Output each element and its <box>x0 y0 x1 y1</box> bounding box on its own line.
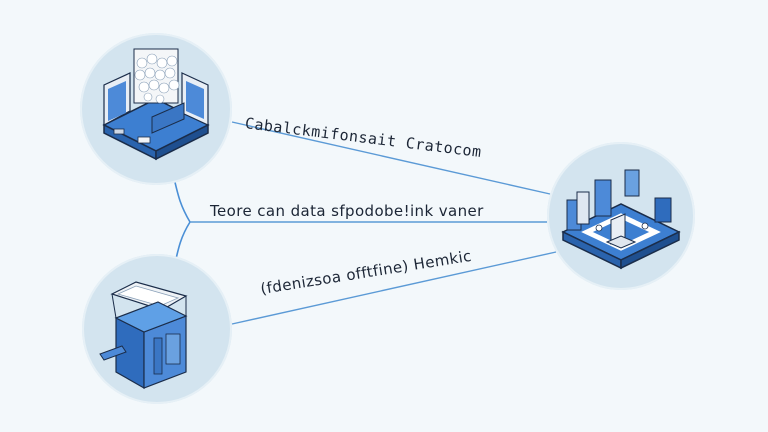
edge-label-branch: Teore can data sfpodobe!ink vaner <box>210 202 484 220</box>
isometric-server-room-icon <box>102 48 210 161</box>
isometric-network-platform-icon <box>561 169 681 270</box>
edge-storage-to-hub <box>231 251 557 325</box>
node-data-center[interactable] <box>80 33 232 185</box>
edge-data-center-to-hub <box>231 121 551 195</box>
isometric-storage-unit-icon <box>99 281 188 390</box>
node-offline-storage[interactable] <box>82 254 232 404</box>
node-network-hub[interactable] <box>547 142 695 290</box>
